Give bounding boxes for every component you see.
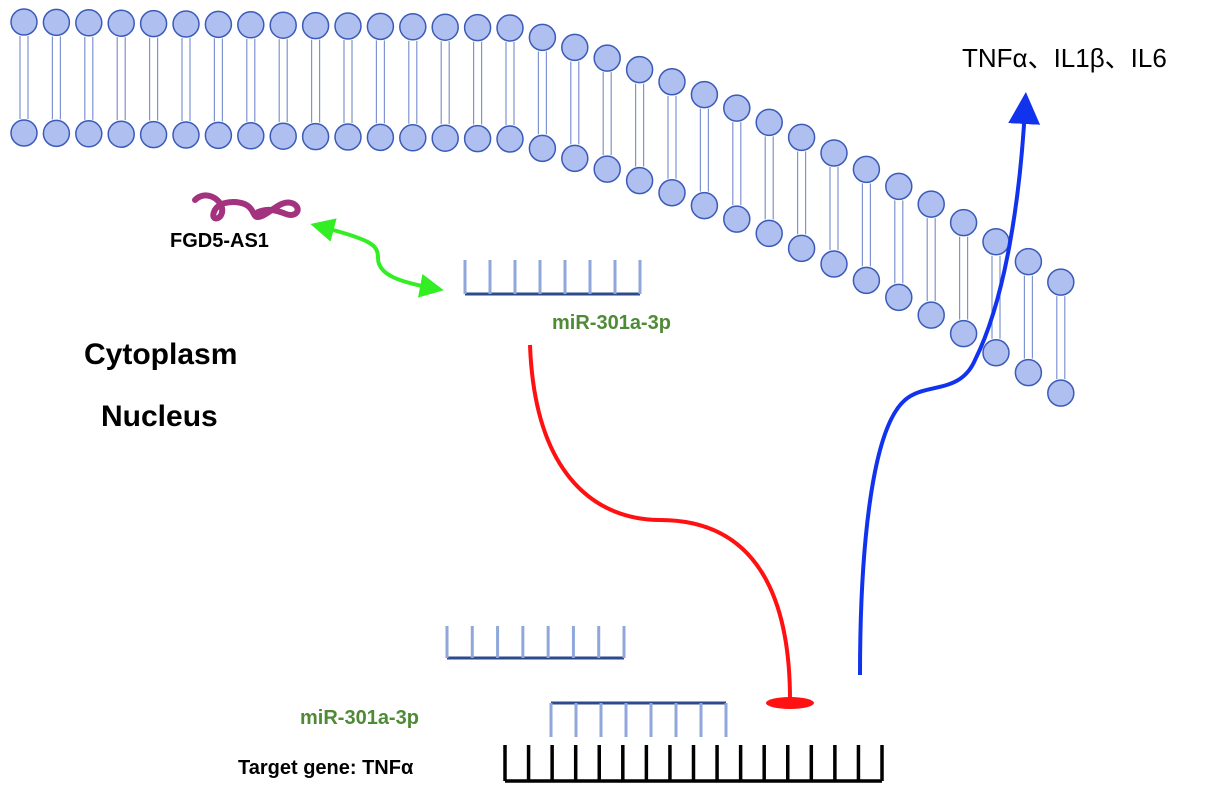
lipid-head-outer: [107, 9, 135, 37]
lipid-head-outer: [366, 12, 395, 41]
lipid-head-inner: [399, 124, 427, 152]
lipid-head-outer: [917, 190, 945, 218]
lipid-head-inner: [107, 120, 135, 148]
lipid-head-inner: [366, 123, 395, 152]
lipid-head-inner: [658, 179, 686, 207]
target-gene-label: Target gene: TNFα: [238, 757, 414, 779]
lipid-head-inner: [75, 120, 103, 148]
lipid-head-inner: [42, 119, 71, 148]
lipid-head-outer: [658, 68, 686, 96]
interaction-double-arrow: [310, 218, 444, 298]
lipid-head-inner: [949, 319, 978, 348]
inhibition-bar: [766, 697, 814, 709]
lipid-head-outer: [1047, 268, 1075, 296]
lipid-head-inner: [10, 119, 38, 147]
target-gene-dna-comb: [503, 745, 884, 783]
lipid-head-outer: [723, 94, 751, 122]
lipid-head-inner: [885, 283, 913, 312]
lipid-head-inner: [917, 301, 945, 329]
cytoplasm-label: Cytoplasm: [84, 338, 238, 371]
cytokines-label: TNFα、IL1β、IL6: [962, 43, 1167, 73]
lipid-head-outer: [852, 155, 881, 184]
mirna-cytoplasm-label: miR-301a-3p: [552, 312, 671, 334]
lipid-head-inner: [982, 339, 1010, 367]
lipid-head-inner: [237, 122, 265, 150]
lipid-head-inner: [301, 122, 330, 151]
lipid-head-outer: [301, 11, 330, 40]
lipid-head-outer: [949, 208, 978, 237]
lipid-head-inner: [463, 124, 492, 153]
activation-arrow: [858, 92, 1041, 676]
lipid-head-inner: [204, 121, 233, 150]
lipid-head-outer: [690, 80, 719, 109]
mirna-nucleus-label: miR-301a-3p: [300, 707, 419, 729]
lipid-head-outer: [204, 10, 233, 39]
lipid-head-inner: [690, 191, 719, 220]
lipid-head-outer: [463, 13, 492, 42]
lipid-head-outer: [625, 55, 654, 84]
lipid-head-outer: [237, 11, 265, 39]
inhibition-line: [528, 344, 792, 701]
lipid-head-inner: [787, 234, 816, 263]
lipid-head-outer: [982, 228, 1010, 256]
lipid-head-outer: [1014, 247, 1043, 276]
lipid-head-outer: [139, 9, 168, 38]
lipid-head-outer: [820, 139, 848, 167]
lipid-head-inner: [593, 155, 621, 183]
lipid-head-inner: [1014, 358, 1043, 387]
mirna-nucleus-comb-bound: [549, 701, 728, 737]
lipid-head-inner: [1047, 379, 1075, 407]
lipid-head-inner: [755, 219, 783, 248]
nucleus-label: Nucleus: [101, 400, 218, 433]
lipid-head-inner: [723, 205, 751, 233]
mirna-nucleus-comb-free: [445, 626, 626, 660]
lipid-head-inner: [496, 125, 524, 153]
lipid-head-outer: [431, 13, 459, 41]
lipid-head-inner: [528, 134, 557, 163]
lipid-head-outer: [334, 12, 362, 40]
lipid-head-inner: [269, 122, 297, 150]
lipid-head-inner: [561, 144, 589, 173]
mirna-cytoplasm-comb: [463, 260, 642, 296]
lipid-head-outer: [269, 11, 297, 39]
lipid-head-outer: [399, 13, 427, 41]
lipid-head-inner: [139, 120, 168, 149]
lipid-head-outer: [561, 33, 589, 62]
lipid-head-inner: [431, 124, 459, 152]
lipid-head-inner: [334, 123, 362, 151]
lncrna-fgd5-as1-icon: [192, 192, 301, 222]
lipid-head-outer: [172, 10, 200, 38]
lipid-head-outer: [75, 9, 103, 37]
lipid-head-outer: [10, 8, 38, 36]
lipid-head-outer: [787, 123, 816, 152]
lipid-head-outer: [496, 14, 524, 42]
lipid-head-inner: [625, 166, 654, 195]
lipid-head-outer: [528, 23, 557, 52]
cell-membrane: [10, 8, 1075, 407]
lipid-head-inner: [852, 266, 881, 295]
lipid-head-outer: [42, 8, 71, 37]
lipid-head-outer: [885, 172, 913, 201]
lipid-head-inner: [172, 121, 200, 149]
lncrna-label: FGD5-AS1: [170, 230, 269, 252]
lipid-head-outer: [593, 44, 621, 72]
lipid-head-inner: [820, 250, 848, 278]
lipid-head-outer: [755, 108, 783, 137]
